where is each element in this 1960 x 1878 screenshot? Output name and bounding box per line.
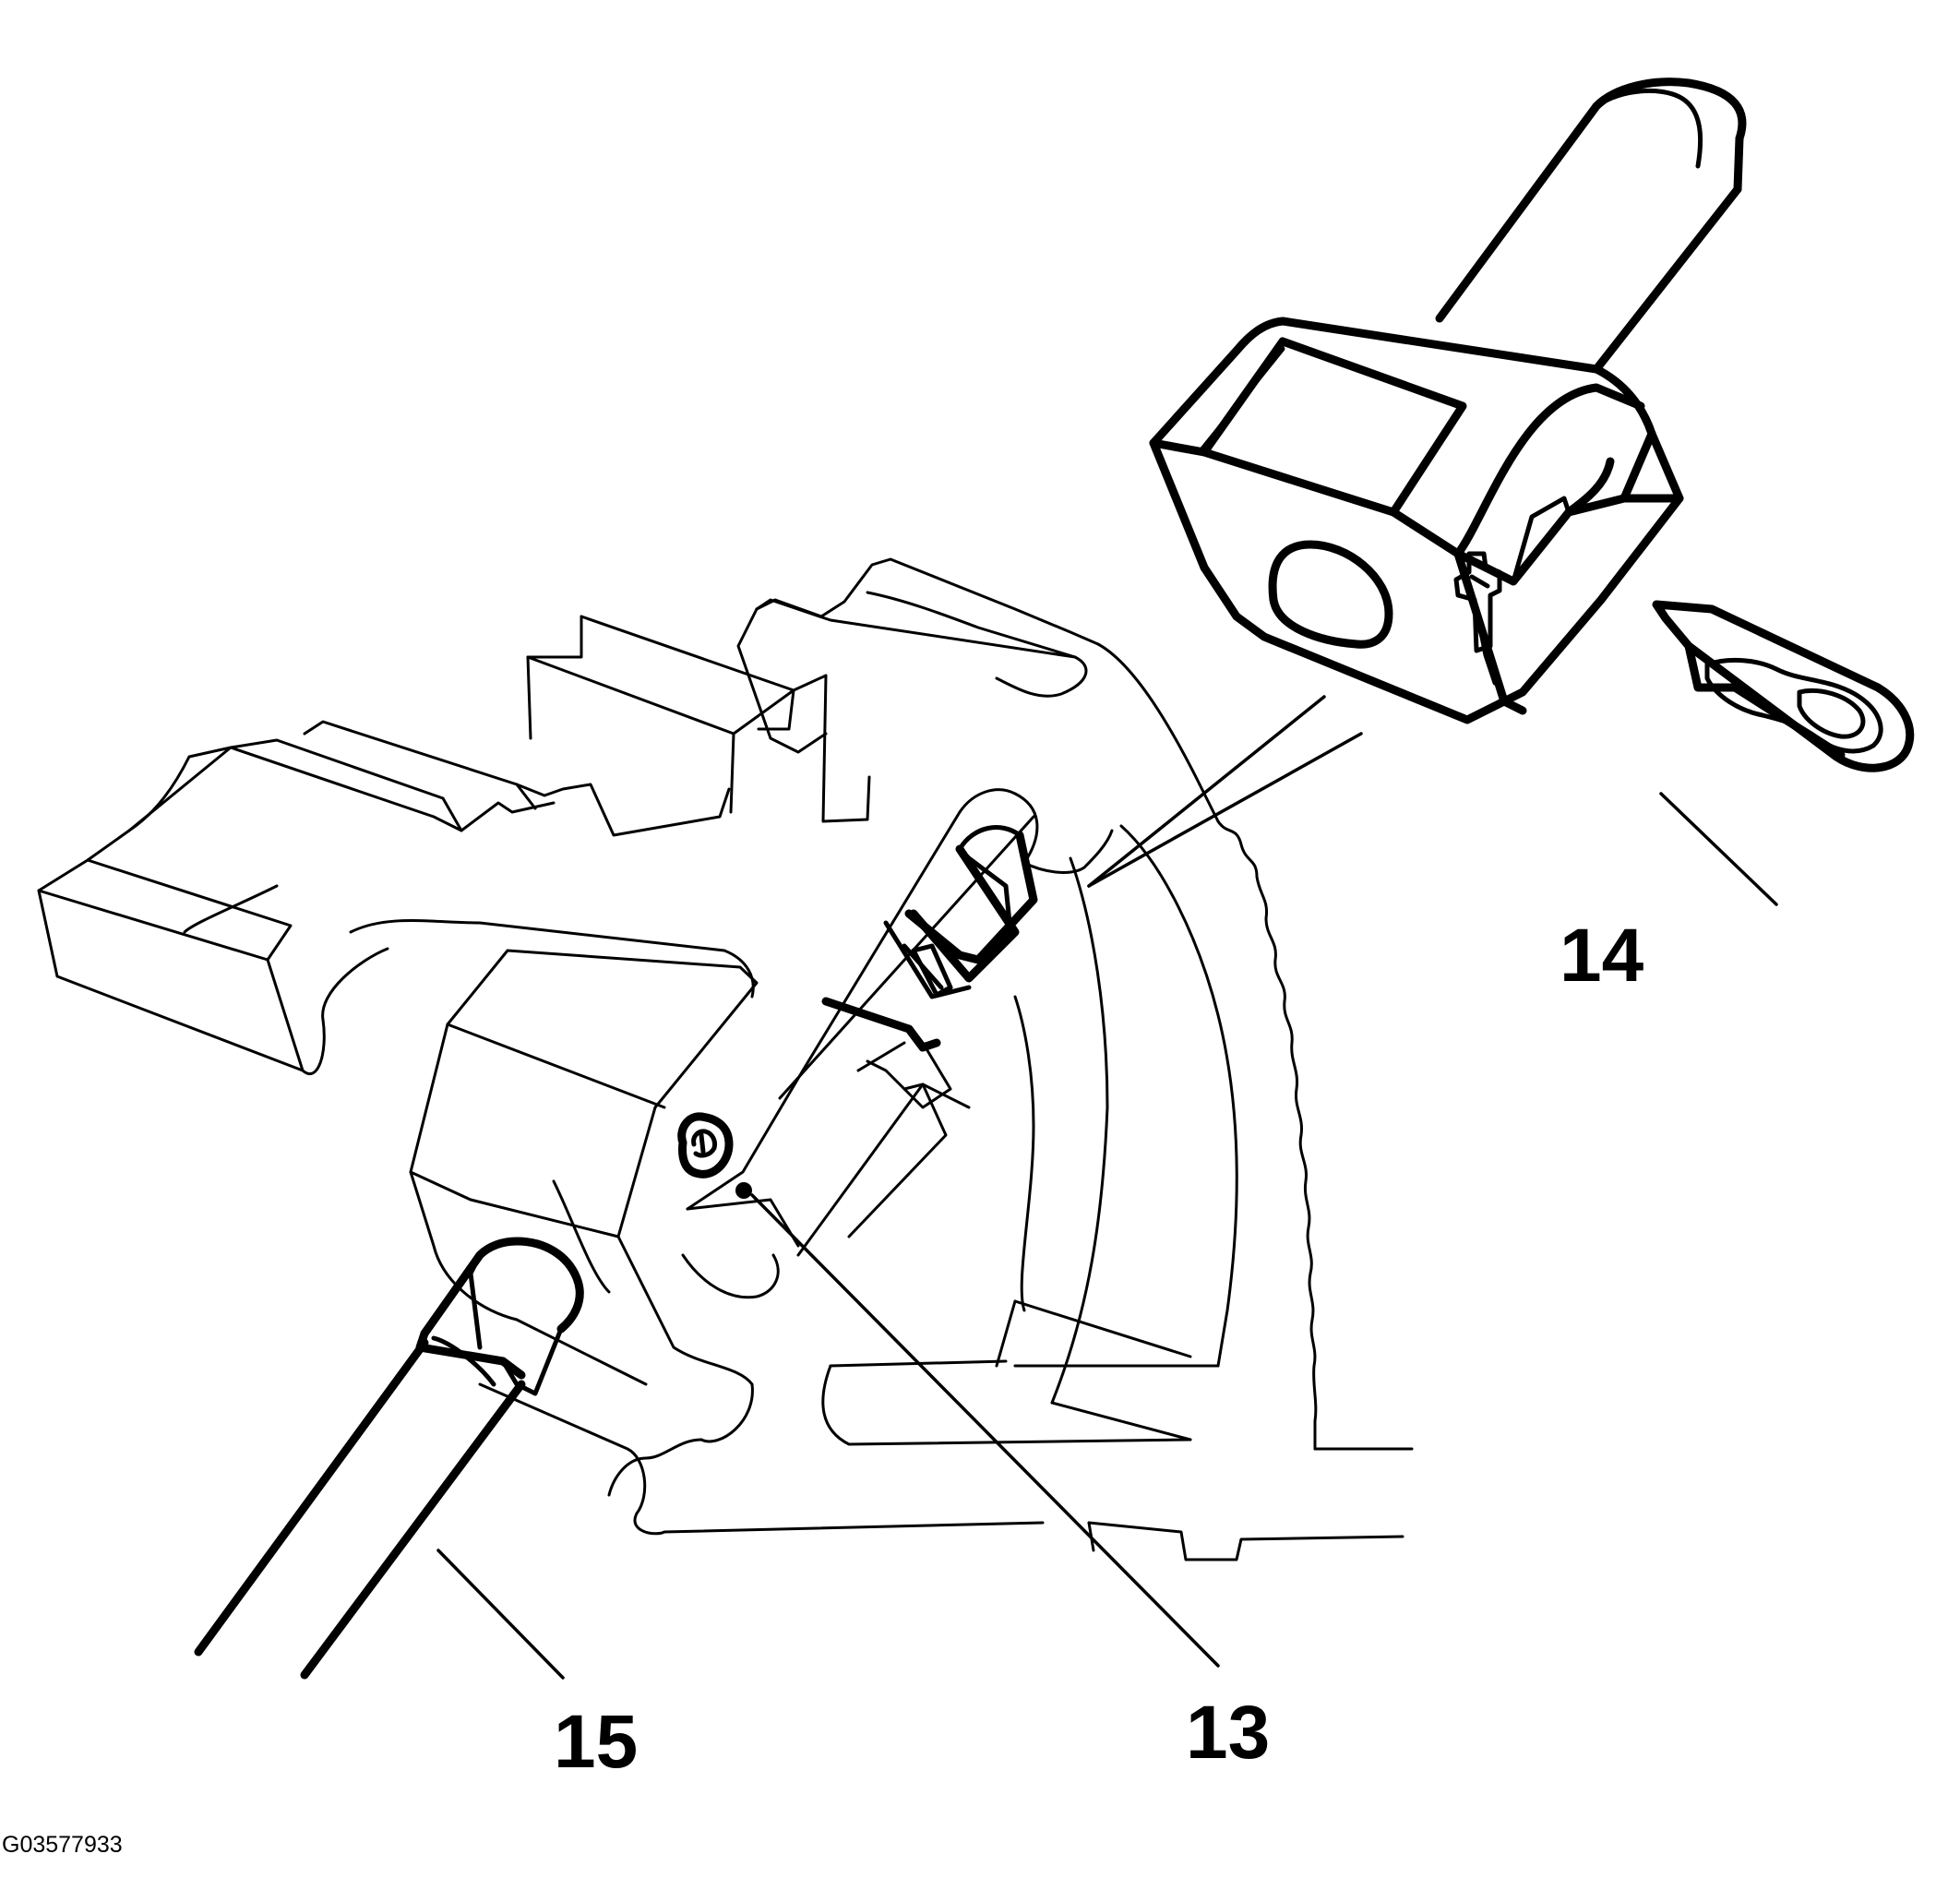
bolt-fastener xyxy=(677,1112,752,1199)
exploded-sensor-module xyxy=(1149,78,1747,724)
leader-lines xyxy=(436,695,1778,1680)
seal-clip xyxy=(1652,600,1915,772)
camshaft-sprocket xyxy=(37,557,1414,1561)
callout-label-13: 13 xyxy=(1186,1691,1270,1775)
installed-sensor xyxy=(821,825,1038,1052)
locking-tool-shaft xyxy=(194,1237,584,1680)
callout-label-14: 14 xyxy=(1560,914,1644,998)
callout-label-15: 15 xyxy=(554,1700,638,1784)
figure-id: G03577933 xyxy=(2,1832,123,1858)
